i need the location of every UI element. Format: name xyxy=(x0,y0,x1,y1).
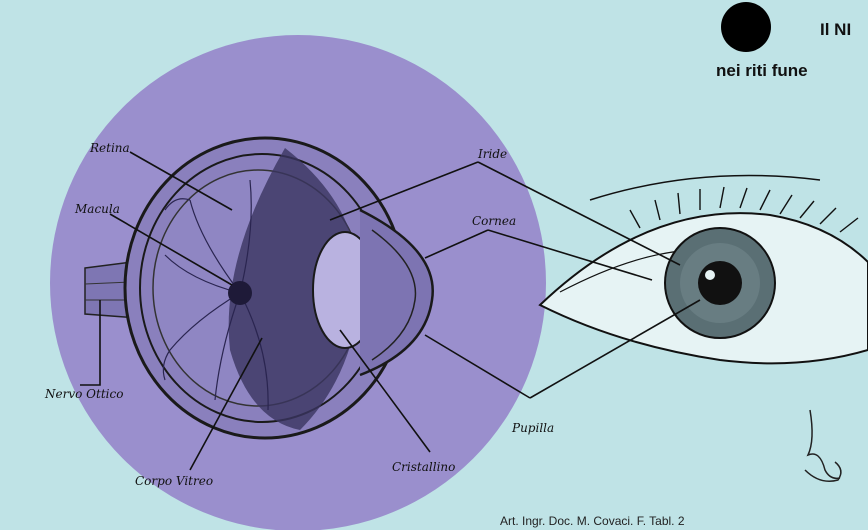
page-title-line2: nei riti fune xyxy=(716,61,808,81)
label-nervo-ottico: Nervo Ottico xyxy=(44,387,123,401)
image-credit: Art. Ingr. Doc. M. Covaci. F. Tabl. 2 xyxy=(500,514,685,528)
artist-signature xyxy=(805,410,841,481)
label-retina: Retina xyxy=(89,141,130,155)
label-iride: Iride xyxy=(477,147,507,161)
label-corpo-vitreo: Corpo Vitreo xyxy=(135,474,213,488)
label-pupilla: Pupilla xyxy=(511,421,554,435)
header-bullet xyxy=(721,2,771,52)
label-cristallino: Cristallino xyxy=(392,460,455,474)
label-macula: Macula xyxy=(74,202,120,216)
page-title-line1: Il NI xyxy=(820,20,851,40)
external-eye-drawing xyxy=(540,176,868,364)
label-cornea: Cornea xyxy=(472,214,516,228)
